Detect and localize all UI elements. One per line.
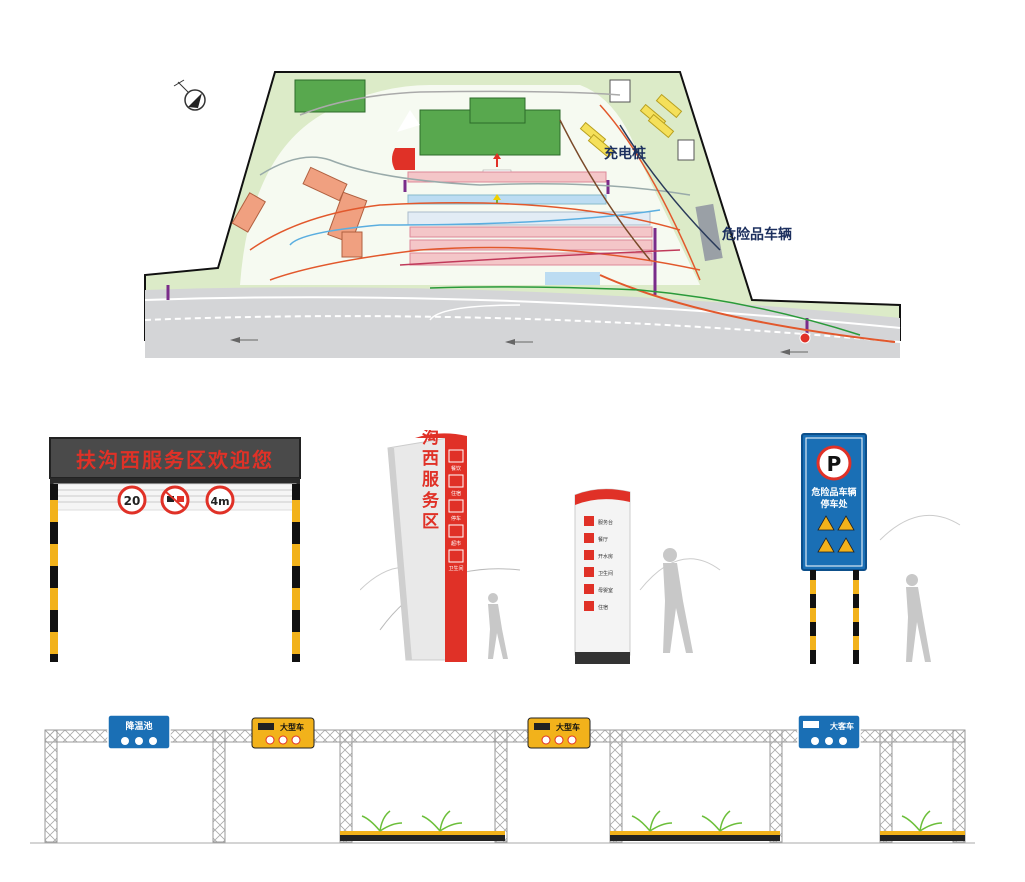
svg-text:卫生间: 卫生间 bbox=[598, 570, 613, 577]
gantry-leg-left bbox=[50, 484, 58, 662]
lane-gantries: 降温池 大型车 大型车 大客车 bbox=[30, 714, 975, 844]
pedestrian-silhouette-icon bbox=[663, 548, 693, 653]
entrance-gantry: 扶沟西服务区欢迎您 20 4m bbox=[49, 437, 301, 662]
pylon-directory: 服务台 餐厅 开水房 卫生间 母婴室 住宿 bbox=[574, 488, 721, 664]
parking-sign: P 危险品车辆 停车处 bbox=[801, 433, 961, 664]
site-plan: 加油站 bbox=[144, 71, 901, 358]
svg-text:餐饮: 餐饮 bbox=[451, 465, 461, 472]
hazmat-label: 危险品车辆 bbox=[721, 226, 792, 243]
north-arrow-icon bbox=[173, 79, 206, 111]
pylon-icon-column: 餐饮 住宿 停车 超市 卫生间 bbox=[448, 449, 464, 572]
svg-text:大客车: 大客车 bbox=[830, 721, 854, 731]
pylon-vertical-text: 扶沟西服务区 bbox=[418, 430, 439, 533]
lane-sign-3: 大型车 bbox=[527, 717, 591, 749]
hazard-warning-icon bbox=[817, 515, 855, 553]
svg-text:餐厅: 餐厅 bbox=[598, 536, 608, 543]
lane-sign-1: 降温池 bbox=[107, 714, 171, 750]
lane-sign-2: 大型车 bbox=[251, 717, 315, 749]
traffic-arrow-icon bbox=[230, 337, 808, 355]
svg-text:服务台: 服务台 bbox=[598, 519, 613, 526]
svg-text:住宿: 住宿 bbox=[451, 490, 461, 497]
sign-post-right bbox=[853, 570, 859, 664]
height-limit-icon bbox=[205, 485, 235, 515]
parking-symbol: P bbox=[827, 452, 842, 476]
svg-text:停车处: 停车处 bbox=[820, 498, 848, 510]
svg-text:降温池: 降温池 bbox=[125, 720, 152, 732]
gantry-banner: 扶沟西服务区欢迎您 bbox=[76, 448, 274, 472]
gantry-leg-right bbox=[292, 484, 300, 662]
planter-islands bbox=[340, 831, 965, 841]
lane-sign-4: 大客车 bbox=[797, 714, 861, 750]
svg-text:大型车: 大型车 bbox=[280, 722, 304, 732]
svg-text:危险品车辆: 危险品车辆 bbox=[810, 486, 856, 498]
charging-label: 充电桩 bbox=[604, 145, 646, 162]
pedestrian-silhouette-icon bbox=[488, 593, 508, 659]
svg-text:停车: 停车 bbox=[451, 515, 461, 522]
directory-list: 服务台 餐厅 开水房 卫生间 母婴室 住宿 bbox=[584, 516, 613, 611]
svg-text:超市: 超市 bbox=[451, 540, 461, 547]
svg-text:母婴室: 母婴室 bbox=[598, 587, 613, 594]
svg-text:4m: 4m bbox=[210, 495, 229, 508]
svg-text:开水房: 开水房 bbox=[598, 553, 613, 560]
highway bbox=[145, 287, 900, 358]
sign-post-left bbox=[810, 570, 816, 664]
svg-text:20: 20 bbox=[124, 494, 141, 508]
speed-limit-icon bbox=[117, 485, 147, 515]
svg-text:卫生间: 卫生间 bbox=[448, 565, 463, 572]
plants bbox=[361, 810, 943, 832]
pedestrian-silhouette-icon bbox=[906, 574, 931, 662]
pylon-tall: 扶沟西服务区 餐饮 住宿 停车 超市 卫生间 bbox=[360, 430, 521, 662]
svg-text:大型车: 大型车 bbox=[556, 722, 580, 732]
svg-text:住宿: 住宿 bbox=[598, 604, 608, 611]
